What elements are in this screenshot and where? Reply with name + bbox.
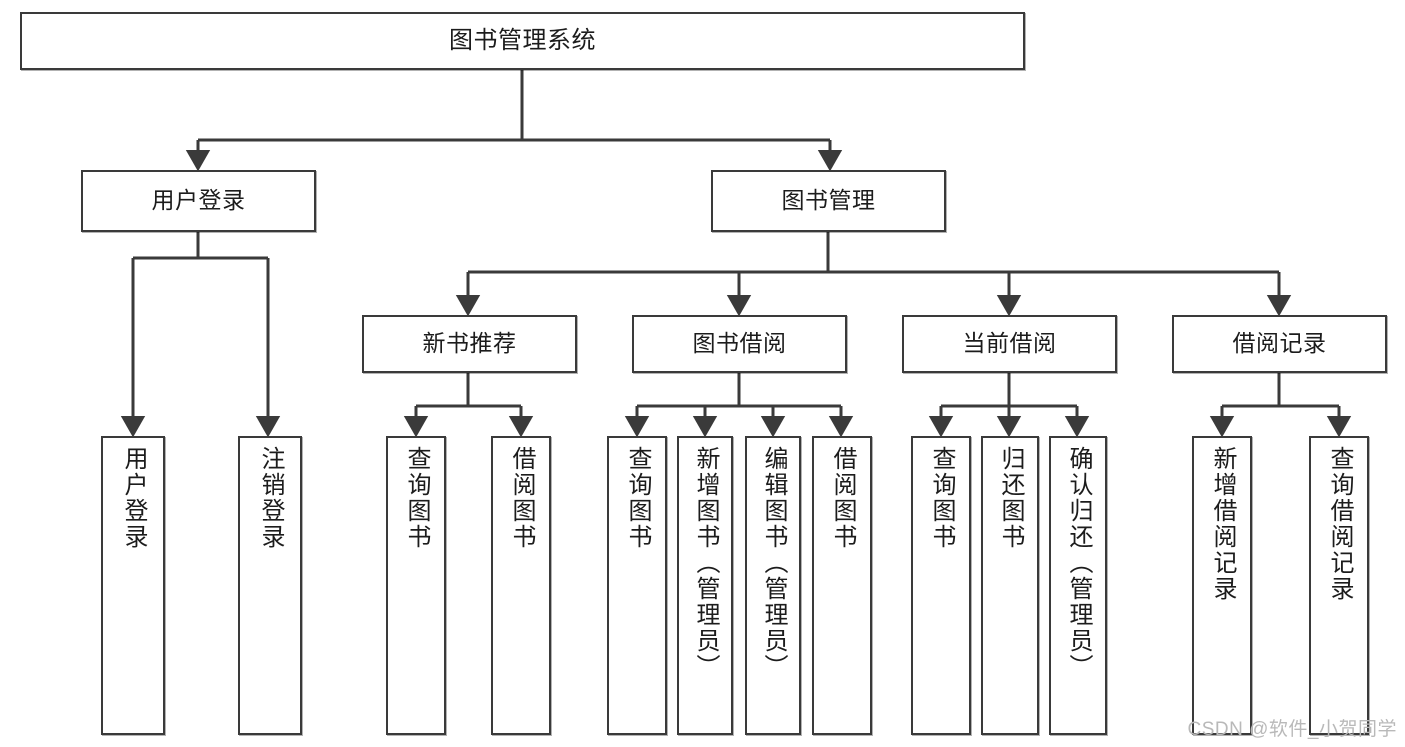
node-leaf-user-login[interactable]: 用户登录 — [101, 436, 165, 735]
node-label: 查询借阅记录 — [1326, 446, 1353, 602]
node-label: 查询图书 — [928, 446, 955, 550]
node-leaf-query-book-current[interactable]: 查询图书 — [911, 436, 971, 735]
node-label: 新增图书（管理员） — [692, 446, 719, 680]
node-label: 查询图书 — [403, 446, 430, 550]
node-label: 用户登录 — [151, 187, 246, 214]
csdn-watermark: CSDN @软件_小贺同学 — [1187, 719, 1397, 740]
node-book-manage[interactable]: 图书管理 — [711, 170, 946, 232]
node-label: 图书管理 — [781, 187, 876, 214]
node-label: 归还图书 — [997, 446, 1024, 550]
node-label: 新增借阅记录 — [1209, 446, 1236, 602]
node-label: 编辑图书（管理员） — [760, 446, 787, 680]
node-leaf-borrow-book[interactable]: 借阅图书 — [812, 436, 872, 735]
node-current-borrow[interactable]: 当前借阅 — [902, 315, 1117, 373]
node-label: 图书管理系统 — [449, 26, 596, 54]
node-label: 确认归还（管理员） — [1065, 446, 1092, 680]
node-leaf-query-book-recommendation[interactable]: 查询图书 — [386, 436, 446, 735]
node-label: 图书借阅 — [692, 330, 787, 357]
node-label: 借阅图书 — [508, 446, 535, 550]
node-leaf-user-logout[interactable]: 注销登录 — [238, 436, 302, 735]
node-root-system[interactable]: 图书管理系统 — [20, 12, 1025, 70]
node-label: 查询图书 — [624, 446, 651, 550]
node-new-book-recommendation[interactable]: 新书推荐 — [362, 315, 577, 373]
node-leaf-add-borrow-record[interactable]: 新增借阅记录 — [1192, 436, 1252, 735]
node-leaf-return-book[interactable]: 归还图书 — [981, 436, 1039, 735]
node-book-borrow[interactable]: 图书借阅 — [632, 315, 847, 373]
node-leaf-confirm-return-admin[interactable]: 确认归还（管理员） — [1049, 436, 1107, 735]
node-label: 借阅记录 — [1232, 330, 1327, 357]
node-label: 借阅图书 — [829, 446, 856, 550]
node-leaf-query-borrow-record[interactable]: 查询借阅记录 — [1309, 436, 1369, 735]
node-leaf-edit-book-admin[interactable]: 编辑图书（管理员） — [745, 436, 801, 735]
node-leaf-borrow-book-recommendation[interactable]: 借阅图书 — [491, 436, 551, 735]
node-borrow-record[interactable]: 借阅记录 — [1172, 315, 1387, 373]
node-label: 注销登录 — [257, 446, 284, 550]
node-leaf-add-book-admin[interactable]: 新增图书（管理员） — [677, 436, 733, 735]
node-label: 用户登录 — [120, 446, 147, 550]
node-leaf-query-book-borrow[interactable]: 查询图书 — [607, 436, 667, 735]
node-user-login[interactable]: 用户登录 — [81, 170, 316, 232]
node-label: 当前借阅 — [962, 330, 1057, 357]
node-label: 新书推荐 — [422, 330, 517, 357]
